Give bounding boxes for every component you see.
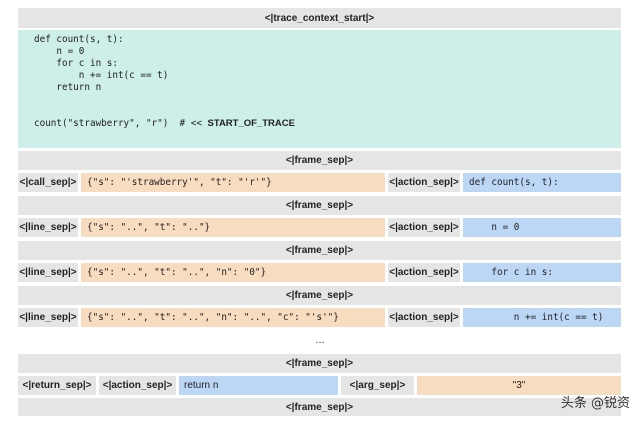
call-sep-cell: <|call_sep|> [18,173,78,192]
trace-call-line: count("strawberry", "r") # << START_OF_T… [34,118,295,130]
action-sep-cell: <|action_sep|> [99,376,176,395]
args-cell: {"s": "..", "t": ".."} [81,218,385,237]
start-of-trace-marker: START_OF_TRACE [207,118,295,129]
return-value-cell: "3" [417,376,621,395]
args-cell: {"s": "..", "t": "..", "n": "0"} [81,263,385,282]
trace-call: count("strawberry", "r") # << [34,118,208,129]
watermark: 头条 @锐资 [560,396,630,411]
code-line: return n [34,82,102,94]
action-sep-cell: <|action_sep|> [388,218,460,237]
frame-sep-bar: <|frame_sep|> [18,151,621,170]
code-line: def count(s, t): [34,34,124,45]
line-sep-cell: <|line_sep|> [18,263,78,282]
return-action-cell: return n [179,376,338,395]
action-sep-cell: <|action_sep|> [388,263,460,282]
return-sep-cell: <|return_sep|> [18,376,96,395]
frame-sep-bar: <|frame_sep|> [18,354,621,373]
action-cell: n += int(c == t) [463,308,621,327]
code-line: n += int(c == t) [34,70,169,82]
code-line: for c in s: [34,58,118,70]
action-cell: for c in s: [463,263,621,282]
args-cell: {"s": "'strawberry'", "t": "'r'"} [81,173,385,192]
line-sep-cell: <|line_sep|> [18,308,78,327]
trace-context-start-bar: <|trace_context_start|> [18,8,621,28]
arg-sep-cell: <|arg_sep|> [341,376,414,395]
line-sep-cell: <|line_sep|> [18,218,78,237]
ellipsis: ... [315,334,325,346]
frame-sep-bar: <|frame_sep|> [18,196,621,215]
code-line: n = 0 [34,46,85,58]
code-block: def count(s, t): n = 0 for c in s: n += … [18,30,621,148]
frame-sep-bar: <|frame_sep|> [18,241,621,260]
frame-sep-bar: <|frame_sep|> [18,286,621,305]
action-sep-cell: <|action_sep|> [388,308,460,327]
args-cell: {"s": "..", "t": "..", "n": "..", "c": "… [81,308,385,327]
frame-sep-bar: <|frame_sep|> [18,398,621,416]
action-sep-cell: <|action_sep|> [388,173,460,192]
action-cell: def count(s, t): [463,173,621,192]
action-cell: n = 0 [463,218,621,237]
